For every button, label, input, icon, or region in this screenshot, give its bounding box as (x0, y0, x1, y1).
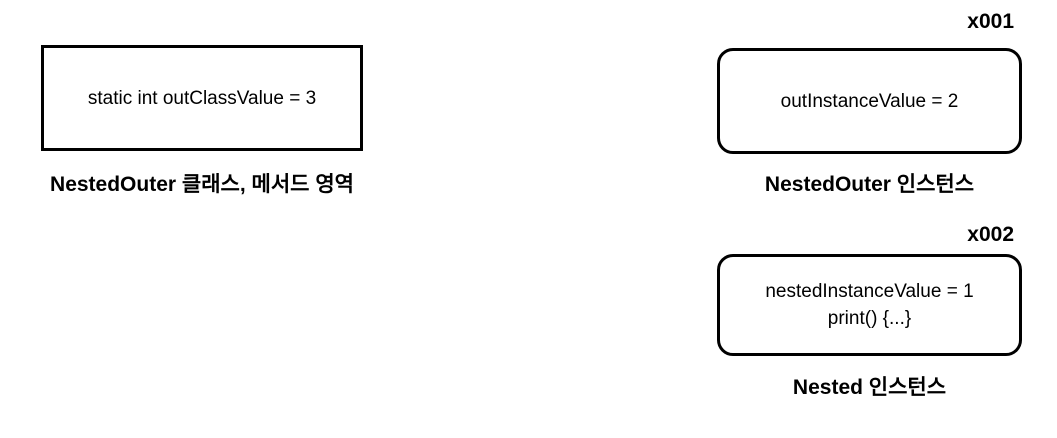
nested-instance-box: nestedInstanceValue = 1 print() {...} (717, 254, 1022, 356)
outer-instance-box: outInstanceValue = 2 (717, 48, 1022, 154)
nested-instance-caption: Nested 인스턴스 (792, 376, 947, 399)
method-area-caption: NestedOuter 클래스, 메서드 영역 (50, 173, 354, 196)
outer-instance-address: x001 (967, 10, 1014, 33)
outer-instance-field-text: outInstanceValue = 2 (780, 90, 959, 112)
outer-instance-caption: NestedOuter 인스턴스 (764, 173, 975, 196)
nested-instance-address: x002 (967, 223, 1014, 246)
nested-instance-method-text: print() {...} (827, 308, 912, 329)
static-field-text: static int outClassValue = 3 (87, 87, 317, 109)
nested-instance-field-text: nestedInstanceValue = 1 (765, 281, 974, 302)
method-area-box: static int outClassValue = 3 (41, 45, 363, 151)
